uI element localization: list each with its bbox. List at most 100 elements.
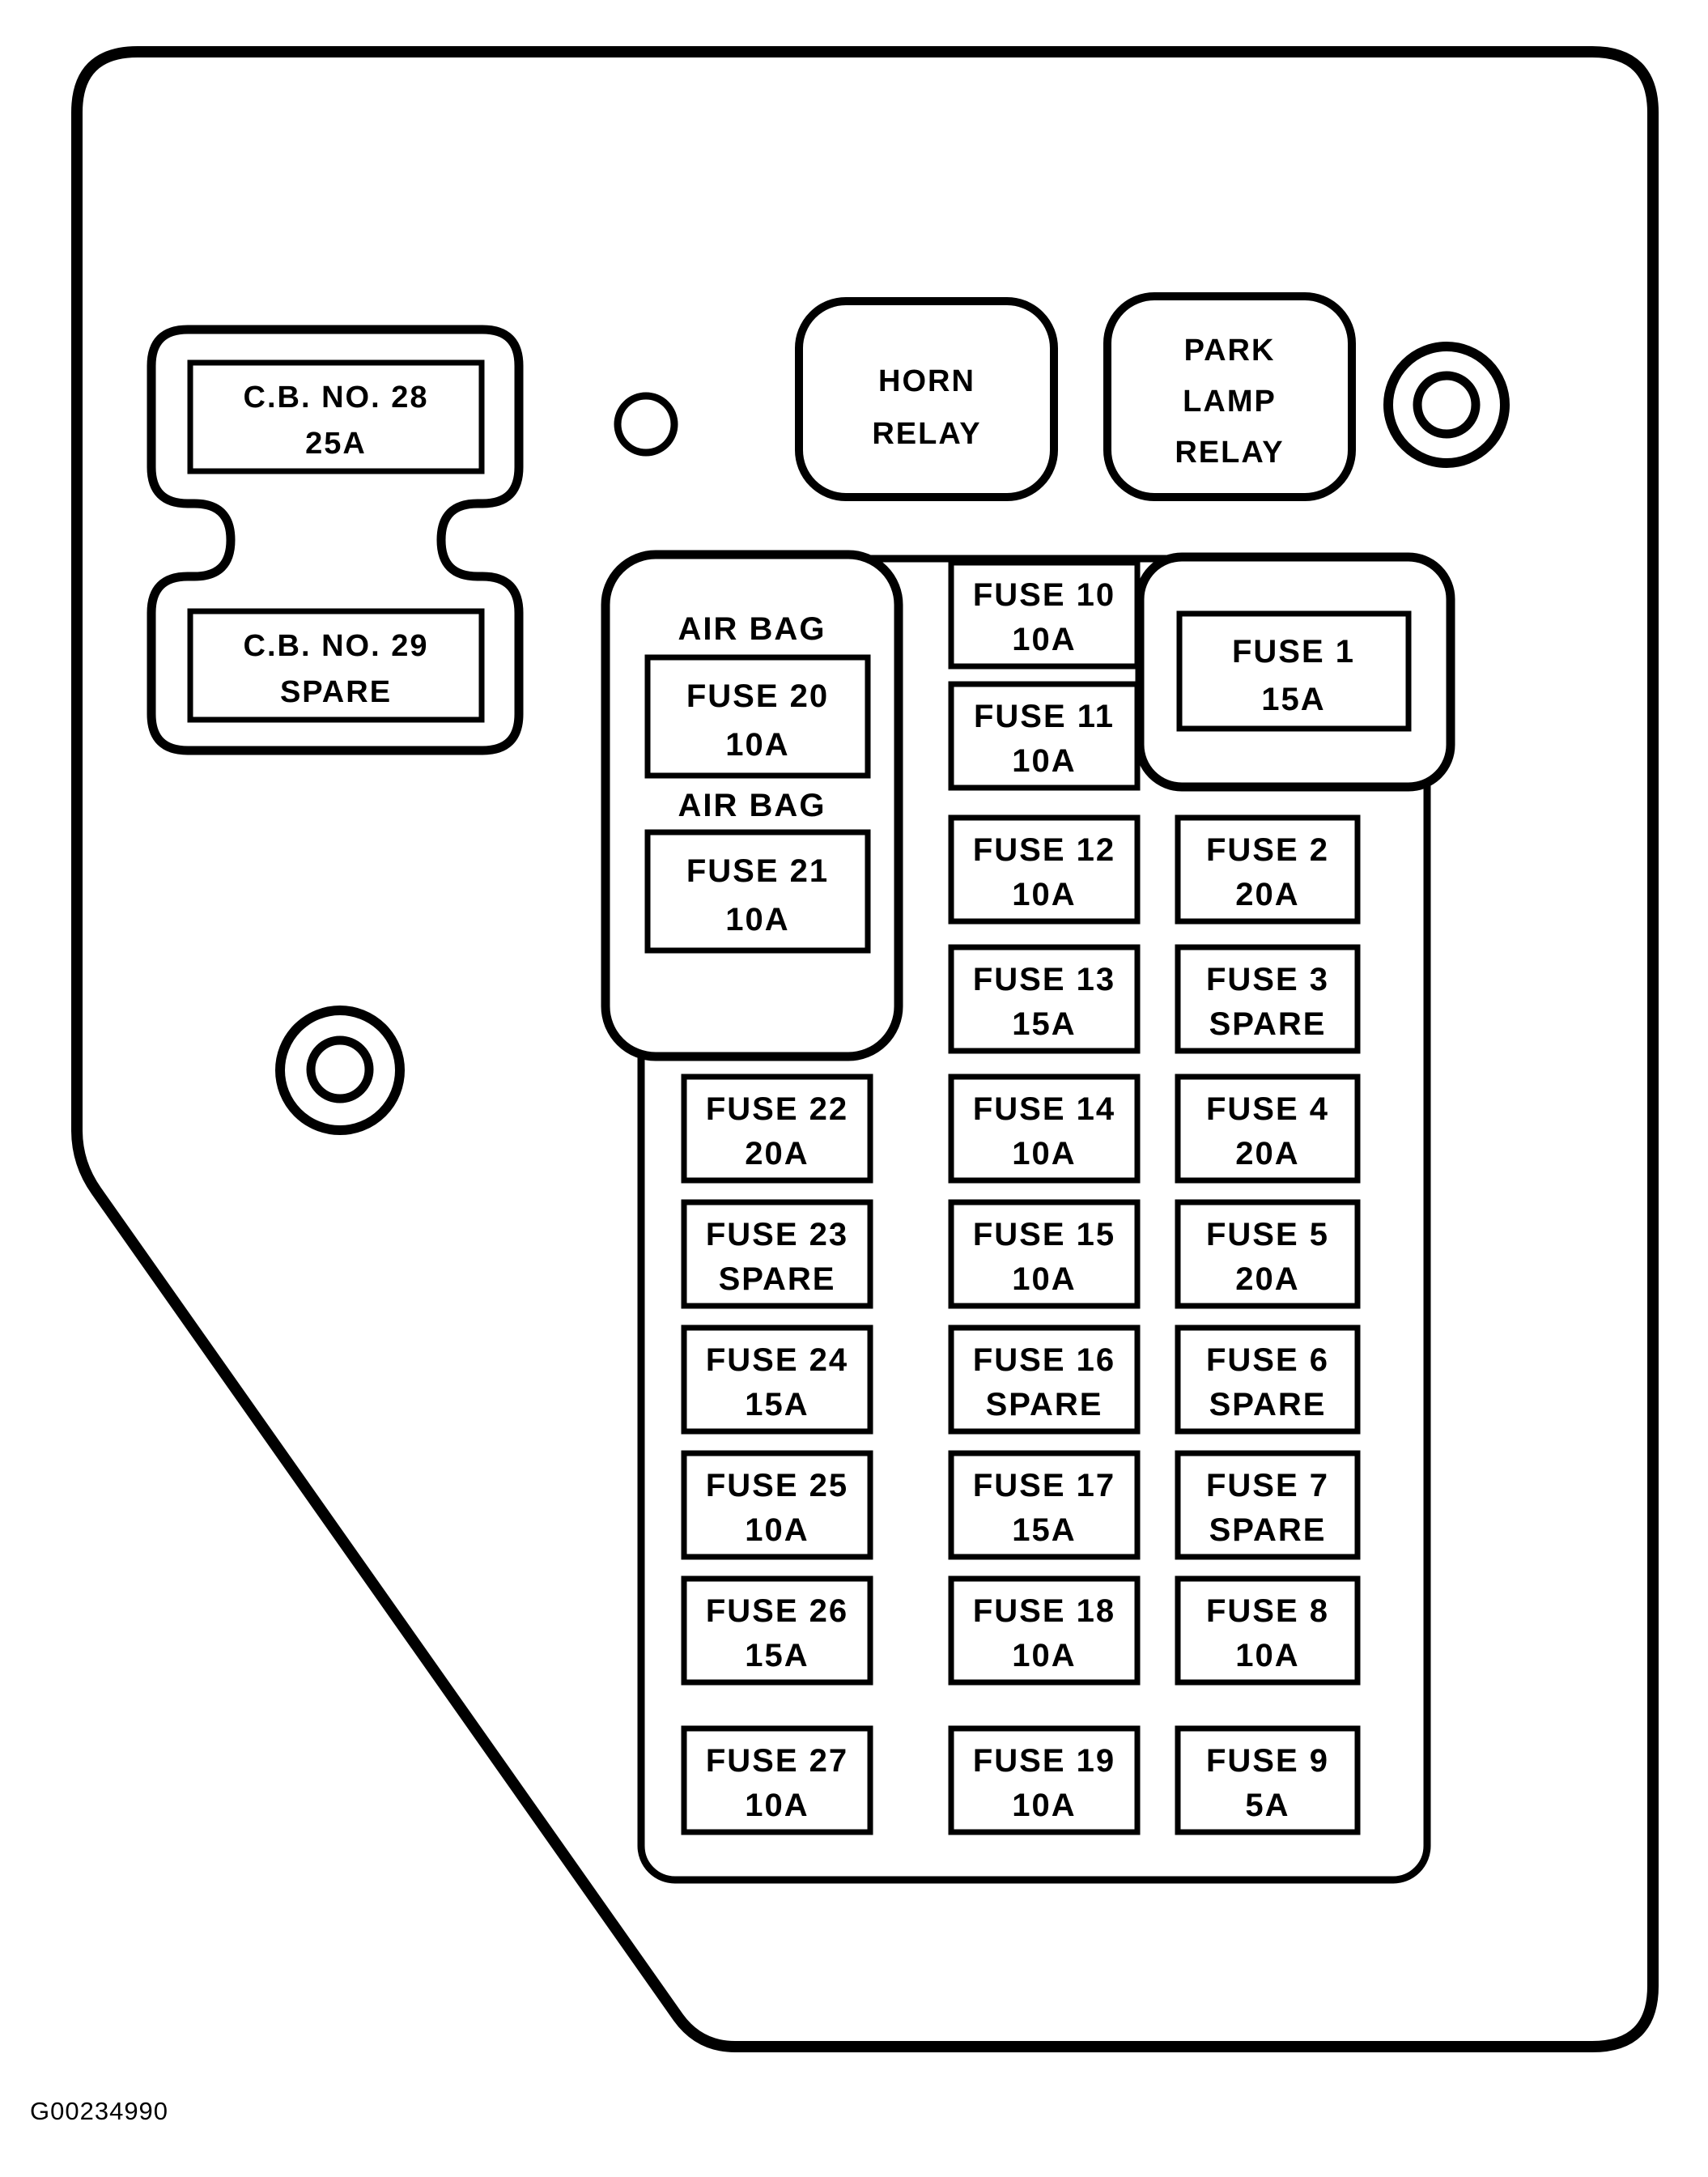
fuse-amp: 10A — [1012, 1136, 1076, 1171]
fuse-name: FUSE 4 — [1206, 1091, 1329, 1127]
fuse-amp: 20A — [745, 1136, 809, 1171]
fuse-1-name: FUSE 1 — [1232, 634, 1355, 670]
fuse-amp: SPARE — [1209, 1006, 1327, 1042]
horn-relay-label-line1: HORN — [878, 364, 975, 398]
fuse-21-name: FUSE 21 — [686, 853, 829, 889]
fuse-amp: SPARE — [1209, 1387, 1327, 1422]
fuse-box-fuse-2: FUSE 2 20A — [1175, 814, 1361, 925]
cb28-amp: 25A — [305, 427, 367, 461]
fuse-name: FUSE 9 — [1206, 1743, 1329, 1779]
fuse-name: FUSE 10 — [973, 577, 1115, 613]
fuse-name: FUSE 6 — [1206, 1342, 1329, 1378]
fuse-box-fuse-12: FUSE 12 10A — [948, 814, 1141, 925]
fuse-box-fuse-4: FUSE 4 20A — [1175, 1074, 1361, 1184]
fuse-box-fuse-3: FUSE 3 SPARE — [1175, 944, 1361, 1054]
fuse-amp: 10A — [1235, 1638, 1299, 1673]
fuse-name: FUSE 11 — [974, 699, 1115, 734]
fuse-box-fuse-18: FUSE 18 10A — [948, 1575, 1141, 1686]
fuse-amp: 10A — [1012, 622, 1076, 657]
fuse-name: FUSE 14 — [973, 1091, 1115, 1127]
fuse-box-fuse-16: FUSE 16 SPARE — [948, 1324, 1141, 1435]
fuse-amp: 20A — [1235, 1261, 1299, 1297]
fuse-name: FUSE 3 — [1206, 962, 1329, 997]
cb29-amp: SPARE — [280, 675, 392, 709]
fuse-amp: 15A — [1012, 1512, 1076, 1548]
fuse-amp: 10A — [1012, 1788, 1076, 1823]
fuse-name: FUSE 12 — [973, 832, 1115, 868]
fuse-box-fuse-23: FUSE 23 SPARE — [681, 1199, 873, 1309]
fuse-name: FUSE 23 — [706, 1217, 848, 1252]
airbag-label-1: AIR BAG — [678, 611, 826, 647]
fuse-amp: 10A — [1012, 1261, 1076, 1297]
cb29-slot: C.B. NO. 29 SPARE — [187, 608, 485, 723]
fuse-amp: 5A — [1245, 1788, 1289, 1823]
park-lamp-relay-label-line1: PARK — [1184, 334, 1276, 368]
fuse-amp: SPARE — [1209, 1512, 1327, 1548]
fuse-box-fuse-8: FUSE 8 10A — [1175, 1575, 1361, 1686]
fuse-amp: SPARE — [986, 1387, 1103, 1422]
fuse-box-fuse-20: FUSE 20 10A — [644, 654, 871, 779]
fuse-box-fuse-21: FUSE 21 10A — [644, 829, 871, 954]
fuse-box-fuse-13: FUSE 13 15A — [948, 944, 1141, 1054]
figure-code: G00234990 — [30, 2097, 168, 2125]
horn-relay-label-line2: RELAY — [872, 417, 981, 451]
mounting-bolt-left-icon — [275, 1006, 405, 1135]
airbag-label-2: AIR BAG — [678, 788, 826, 823]
fuse-amp: 15A — [1012, 1006, 1076, 1042]
fuse-amp: 20A — [1235, 877, 1299, 912]
cb29-name: C.B. NO. 29 — [244, 629, 429, 663]
fuse-box-fuse-1: FUSE 1 15A — [1176, 610, 1412, 732]
fuse-name: FUSE 17 — [973, 1468, 1115, 1503]
fuse-box-fuse-26: FUSE 26 15A — [681, 1575, 873, 1686]
fuse-amp: 10A — [1012, 877, 1076, 912]
alignment-hole-icon — [614, 392, 678, 457]
fuse-box-fuse-25: FUSE 25 10A — [681, 1450, 873, 1560]
fuse-name: FUSE 22 — [706, 1091, 848, 1127]
fuse-1-amp: 15A — [1261, 682, 1325, 717]
fuse-20-amp: 10A — [725, 727, 789, 763]
fuse-box-fuse-19: FUSE 19 10A — [948, 1725, 1141, 1835]
fuse-name: FUSE 7 — [1206, 1468, 1329, 1503]
fuse-amp: 10A — [745, 1512, 809, 1548]
fuse-name: FUSE 13 — [973, 962, 1115, 997]
park-lamp-relay-label-line2: LAMP — [1183, 385, 1277, 419]
fuse-name: FUSE 19 — [973, 1743, 1115, 1779]
cb28-name: C.B. NO. 28 — [244, 381, 429, 415]
fuse-name: FUSE 16 — [973, 1342, 1115, 1378]
fuse-box-fuse-14: FUSE 14 10A — [948, 1074, 1141, 1184]
fuse-amp: 15A — [745, 1638, 809, 1673]
park-lamp-relay-label-line3: RELAY — [1175, 436, 1284, 470]
fuse1-housing: FUSE 1 15A — [1135, 552, 1455, 792]
horn-relay-slot: HORN RELAY — [795, 297, 1058, 501]
fuse-box-fuse-7: FUSE 7 SPARE — [1175, 1450, 1361, 1560]
fuse-name: FUSE 24 — [706, 1342, 848, 1378]
fuse-name: FUSE 25 — [706, 1468, 848, 1503]
cb28-slot: C.B. NO. 28 25A — [187, 359, 485, 474]
fuse-amp: SPARE — [719, 1261, 836, 1297]
fuse-name: FUSE 2 — [1206, 832, 1329, 868]
airbag-fuse-housing: AIR BAG FUSE 20 10A AIR BAG FUSE 21 10A — [601, 550, 903, 1061]
fuse-name: FUSE 15 — [973, 1217, 1115, 1252]
fuse-amp: 20A — [1235, 1136, 1299, 1171]
fuse-box-fuse-10: FUSE 10 10A — [948, 559, 1141, 670]
fuse-amp: 10A — [745, 1788, 809, 1823]
fuse-box-fuse-15: FUSE 15 10A — [948, 1199, 1141, 1309]
fuse-box-fuse-22: FUSE 22 20A — [681, 1074, 873, 1184]
park-lamp-relay-slot: PARK LAMP RELAY — [1103, 292, 1356, 501]
panel-outline — [71, 46, 1659, 2052]
fuse-20-name: FUSE 20 — [686, 678, 829, 714]
fuse-21-amp: 10A — [725, 902, 789, 938]
fuse-box-fuse-9: FUSE 9 5A — [1175, 1725, 1361, 1835]
fuse-name: FUSE 26 — [706, 1593, 848, 1629]
fuse-name: FUSE 8 — [1206, 1593, 1329, 1629]
fuse-box-fuse-17: FUSE 17 15A — [948, 1450, 1141, 1560]
fuse-amp: 10A — [1012, 1638, 1076, 1673]
fuse-name: FUSE 27 — [706, 1743, 848, 1779]
fuse-name: FUSE 18 — [973, 1593, 1115, 1629]
